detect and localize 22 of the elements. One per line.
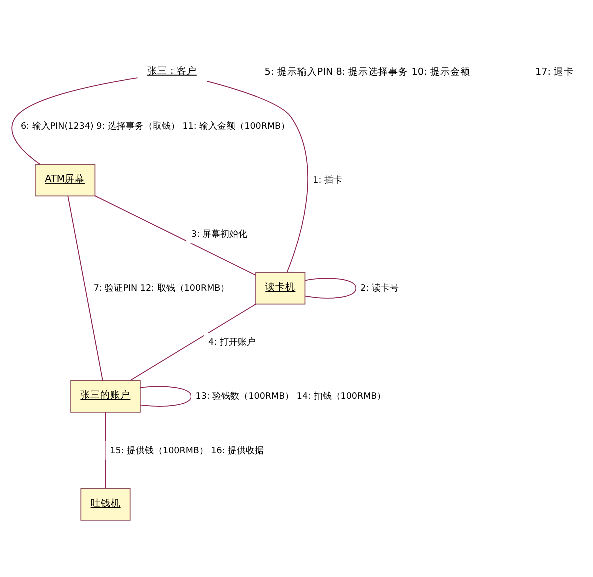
edge-label: 1: 插卡 [313,176,342,186]
connector [206,80,308,273]
label: 5: 提示输入PIN 8: 提示选择事务 10: 提示金额 [264,66,470,78]
edge-label: 3: 屏幕初始化 [191,230,248,240]
edge-label: 15: 提供钱（100RMB） 16: 提供收据 [110,446,264,456]
node-box: 读卡机 [256,272,306,305]
edge-label: 6: 输入PIN(1234) 9: 选择事务（取钱） 11: 输入金额（100RMB） [20,122,290,132]
edge-label: 7: 验证PIN 12: 取钱（100RMB） [94,284,230,294]
node-box: 张三的账户 [70,380,141,413]
connector [68,196,104,382]
connector [94,196,256,276]
connector [304,278,357,299]
edge-label: 4: 打开账户 [208,338,256,348]
connector [12,78,138,165]
edge-label: 2: 读卡号 [360,284,399,294]
edge-label: 13: 验钱数（100RMB） 14: 扣钱（100RMB） [196,392,386,402]
node-box: 吐钱机 [80,488,131,521]
connector [140,386,192,407]
label: 17: 退卡 [535,66,574,78]
node-text: 张三 : 客户 [147,66,197,77]
connector [130,304,256,382]
node-box: ATM屏幕 [35,164,96,197]
